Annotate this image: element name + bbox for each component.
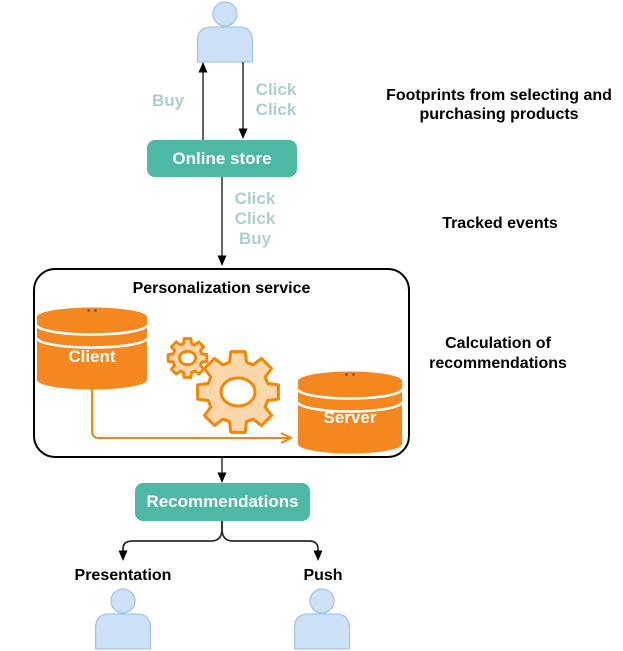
online-store-node: Online store [147,140,297,177]
arrow-user-to-store [238,62,248,139]
client-db-label: Client [68,347,116,366]
edge-label-click-click-buy: Click Click Buy [234,189,276,248]
database-icon [296,371,404,454]
recommendations-label: Recommendations [146,492,299,511]
person-icon [94,588,152,650]
arrow-store-to-service [217,177,227,266]
arrow-recommendations-to-presentation [118,521,223,561]
push-label: Push [303,567,343,584]
person-icon [196,1,254,63]
person-icon [293,588,351,650]
arrow-service-to-recommendations [217,458,227,483]
personalization-service-title: Personalization service [132,280,311,297]
edge-label-buy: Buy [151,91,185,110]
annotation-calculation: Calculation of recommendations [429,335,567,372]
recommendations-node: Recommendations [135,483,310,521]
annotation-footprints: Footprints from selecting and purchasing… [386,87,612,123]
annotation-tracked-events: Tracked events [442,215,558,232]
presentation-label: Presentation [74,567,172,584]
database-icon [35,307,149,390]
arrow-store-to-user [198,62,208,140]
arrow-recommendations-to-push [221,521,323,561]
server-db-label: Server [323,408,377,427]
online-store-label: Online store [172,148,272,168]
edge-label-click-click: Click Click [255,80,297,119]
arrow-client-to-server [91,386,294,444]
gears-icon [167,338,279,433]
